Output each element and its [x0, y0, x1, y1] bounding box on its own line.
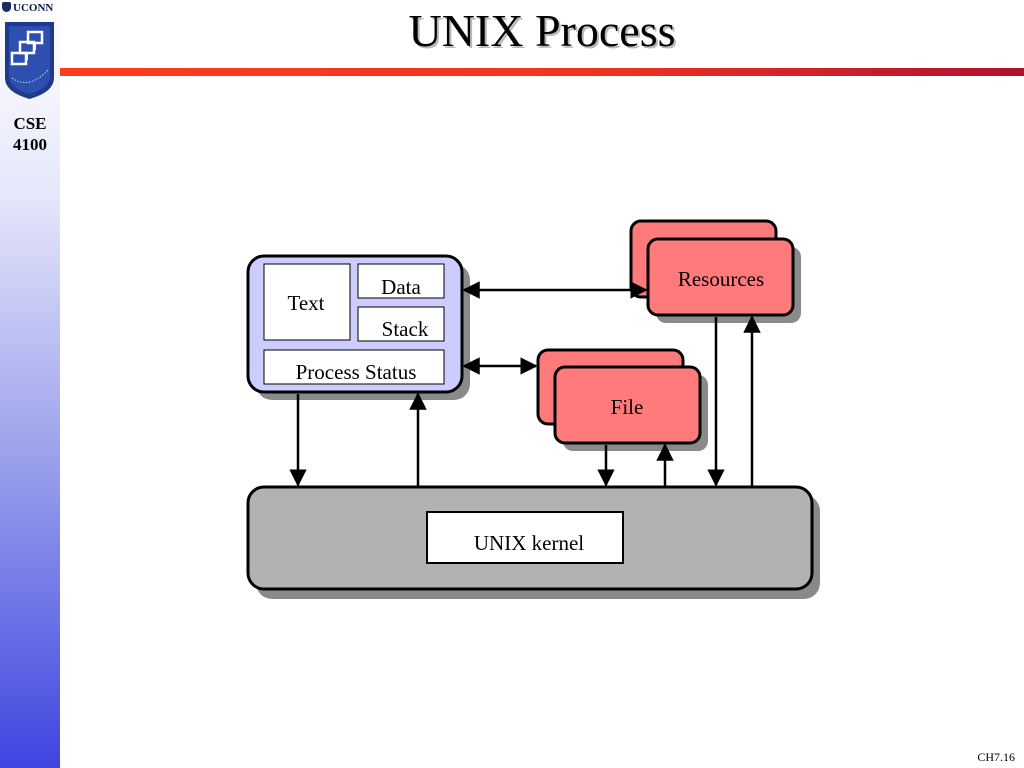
slide-title: UNIX Process [408, 5, 676, 56]
file-label: File [611, 395, 644, 419]
data-segment-label: Data [381, 275, 421, 299]
kernel-label: UNIX kernel [474, 531, 584, 555]
title-rule [60, 68, 1024, 76]
page-number: CH7.16 [977, 750, 1015, 764]
process-status-label: Process Status [296, 360, 417, 384]
university-label: UCONN [2, 2, 53, 14]
seal-icon [2, 2, 11, 12]
connectors [289, 281, 761, 487]
resources-label: Resources [678, 267, 764, 291]
course-number: CSE 4100 [13, 114, 47, 154]
sidebar: UCONN CSE 4100 [0, 0, 60, 768]
process-block: Text Data Stack Process Status [246, 254, 470, 400]
resources-block: Resources [629, 219, 801, 323]
file-block: File [536, 348, 708, 451]
cse-logo-icon [5, 22, 54, 99]
text-segment-label: Text [287, 291, 324, 315]
stack-segment-label: Stack [382, 317, 429, 341]
kernel-block: UNIX kernel [246, 485, 820, 599]
